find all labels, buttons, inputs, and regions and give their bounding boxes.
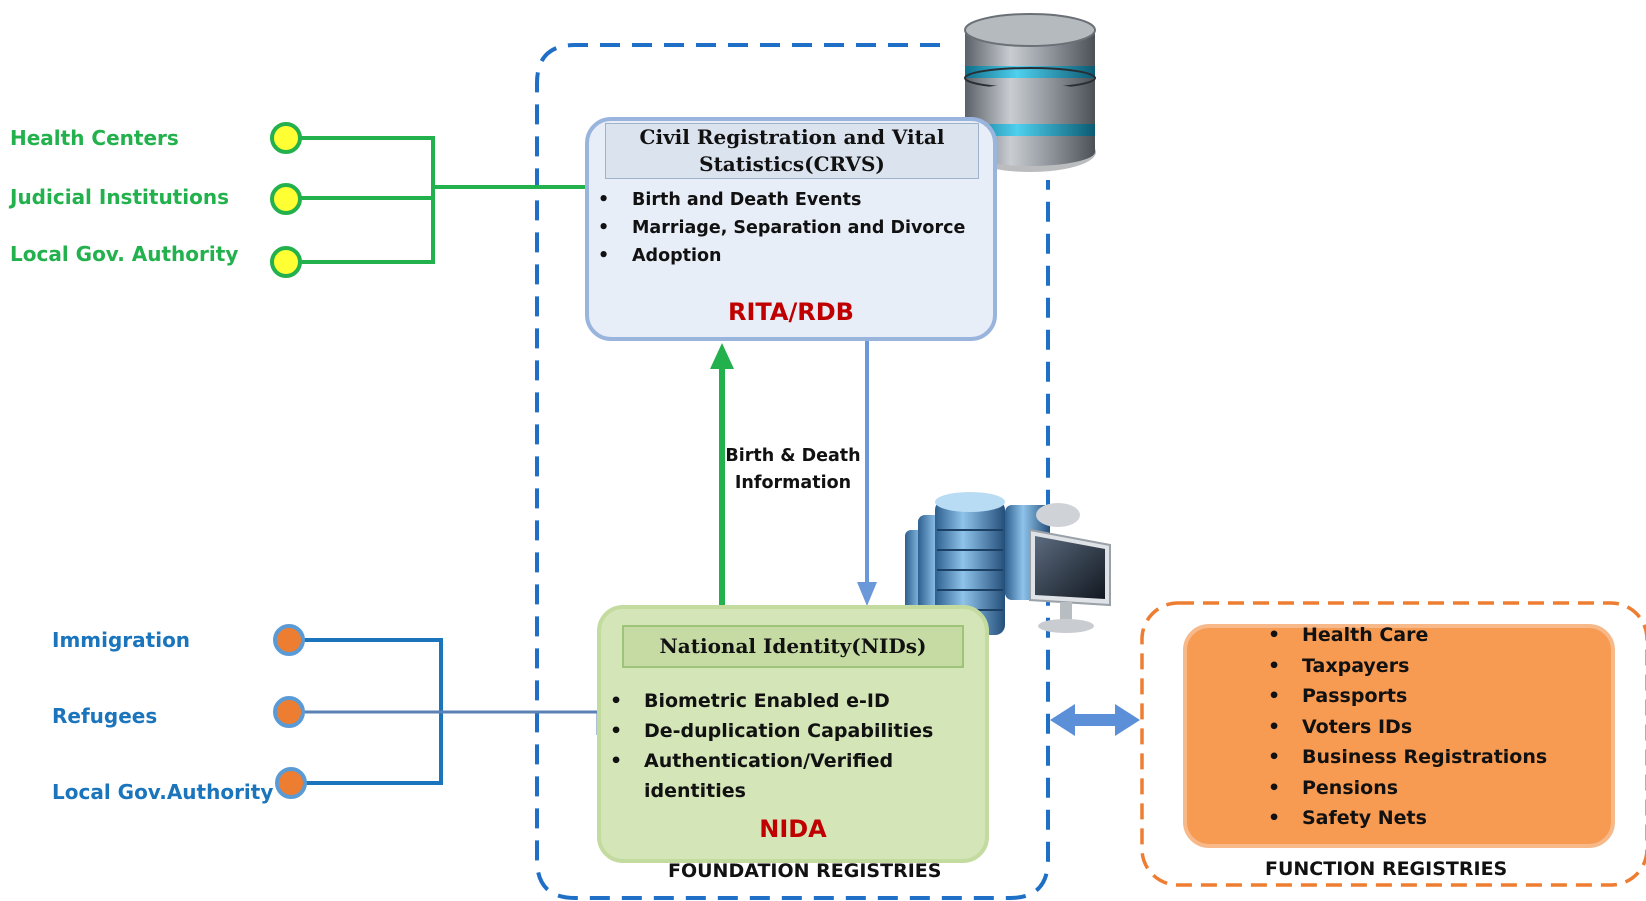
function-item: Pensions: [1262, 773, 1547, 804]
function-item: Taxpayers: [1262, 651, 1547, 682]
source-judicial-institutions: Judicial Institutions: [10, 185, 229, 209]
nid-item: De-duplication Capabilities: [604, 716, 934, 746]
orange-node: [273, 696, 305, 728]
down-arrow-blue: [857, 340, 877, 606]
double-arrow: [1050, 704, 1140, 736]
orange-node: [275, 767, 307, 799]
source-immigration: Immigration: [52, 628, 191, 652]
nid-list: Biometric Enabled e-ID De-duplication Ca…: [604, 686, 934, 806]
source-local-gov-authority-bottom: Local Gov.Authority: [52, 780, 274, 804]
function-item: Health Care: [1262, 620, 1547, 651]
function-item: Passports: [1262, 681, 1547, 712]
yellow-node: [270, 183, 302, 215]
exchange-label-line1: Birth & Death: [725, 446, 861, 466]
source-health-centers: Health Centers: [10, 126, 179, 150]
function-item: Voters IDs: [1262, 712, 1547, 743]
nid-item: Authentication/Verified identities: [604, 746, 934, 806]
function-item: Business Registrations: [1262, 742, 1547, 773]
yellow-node: [270, 122, 302, 154]
database-icon: [964, 13, 1096, 172]
function-list: Health Care Taxpayers Passports Voters I…: [1262, 620, 1547, 834]
nid-agency: NIDA: [759, 815, 827, 843]
up-arrow-green: [710, 343, 734, 607]
blue-connector: [289, 638, 600, 785]
green-connector: [286, 136, 589, 264]
crvs-list: Birth and Death Events Marriage, Separat…: [592, 186, 965, 270]
exchange-label: Birth & Death Information: [712, 443, 874, 497]
crvs-title: Civil Registration and Vital Statistics(…: [605, 123, 979, 179]
function-boundary: [1140, 601, 1646, 887]
function-item: Safety Nets: [1262, 803, 1547, 834]
source-local-gov-authority: Local Gov. Authority: [10, 242, 239, 266]
foundation-registries-label: FOUNDATION REGISTRIES: [668, 860, 942, 882]
yellow-node: [270, 246, 302, 278]
crvs-agency: RITA/RDB: [728, 298, 854, 326]
crvs-item: Adoption: [592, 242, 965, 270]
foundation-boundary: [535, 43, 1050, 900]
monitor-icon: [1029, 528, 1111, 633]
crvs-item: Marriage, Separation and Divorce: [592, 214, 965, 242]
orange-node: [273, 624, 305, 656]
function-registries-label: FUNCTION REGISTRIES: [1265, 858, 1508, 880]
crvs-item: Birth and Death Events: [592, 186, 965, 214]
source-refugees: Refugees: [52, 704, 158, 728]
exchange-label-line2: Information: [734, 473, 852, 493]
nid-title: National Identity(NIDs): [622, 625, 964, 668]
nid-item: Biometric Enabled e-ID: [604, 686, 934, 716]
